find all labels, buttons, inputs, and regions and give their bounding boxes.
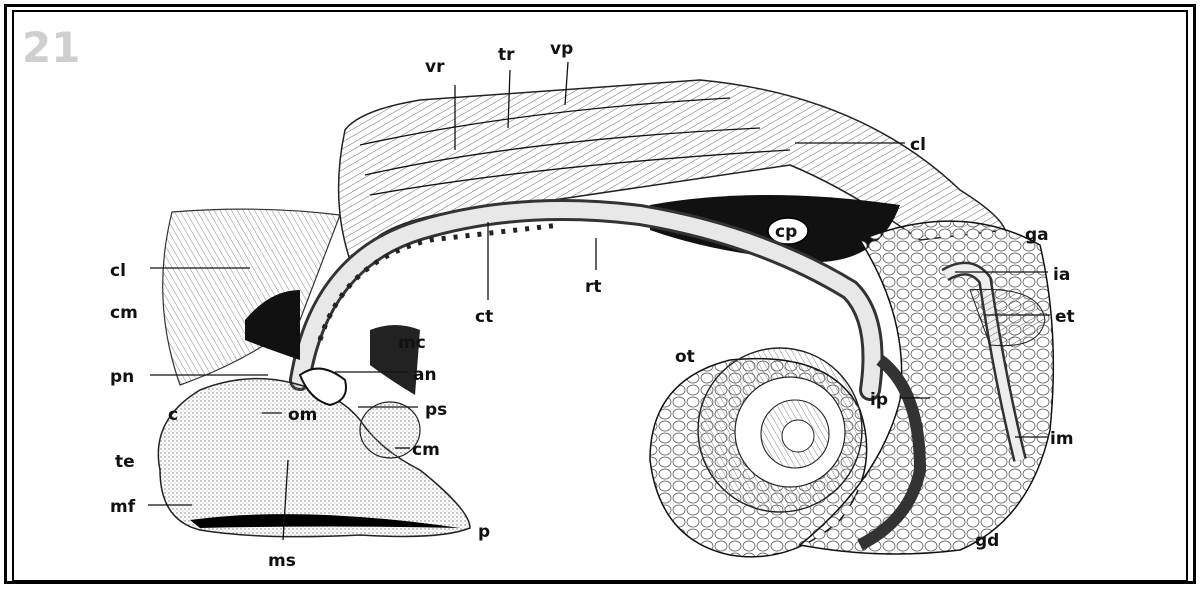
label-pn: pn bbox=[110, 367, 134, 387]
label-cl-left: cl bbox=[110, 261, 126, 281]
label-et: et bbox=[1055, 307, 1075, 327]
label-ia: ia bbox=[1053, 265, 1070, 285]
label-gd: gd bbox=[975, 531, 999, 551]
label-an: an bbox=[413, 365, 437, 385]
label-ms: ms bbox=[268, 551, 296, 571]
label-cp: cp bbox=[775, 222, 797, 242]
label-cm-left: cm bbox=[110, 303, 138, 323]
label-tr: tr bbox=[498, 45, 515, 65]
spiral-ring bbox=[782, 420, 814, 452]
siphon-lobe bbox=[360, 402, 420, 458]
label-c: c bbox=[168, 405, 178, 425]
label-cl-top: cl bbox=[910, 135, 926, 155]
label-vp: vp bbox=[550, 39, 573, 59]
label-mf: mf bbox=[110, 497, 136, 517]
label-p: p bbox=[478, 522, 490, 542]
label-mc: mc bbox=[398, 333, 426, 353]
label-ct: ct bbox=[475, 307, 493, 327]
label-im: im bbox=[1050, 429, 1074, 449]
label-te: te bbox=[115, 452, 135, 472]
label-ga: ga bbox=[1025, 225, 1049, 245]
label-ot: ot bbox=[675, 347, 695, 367]
corner-mark: 21 bbox=[22, 23, 80, 72]
label-cm-bottom: cm bbox=[412, 440, 440, 460]
label-vr: vr bbox=[425, 57, 445, 77]
label-rt: rt bbox=[585, 277, 602, 297]
label-ps: ps bbox=[425, 400, 447, 420]
label-om: om bbox=[288, 405, 317, 425]
label-ip: ip bbox=[870, 390, 888, 410]
